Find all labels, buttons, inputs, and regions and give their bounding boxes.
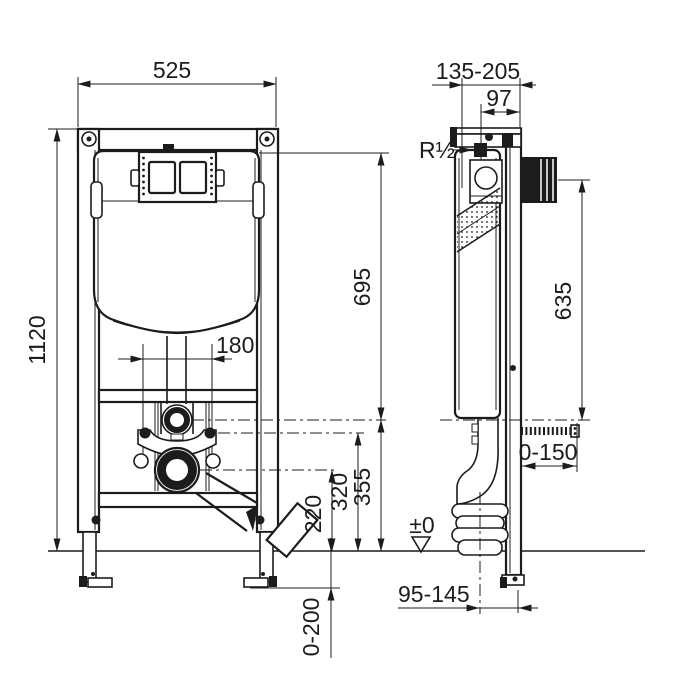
- plate-ear-right: [215, 169, 225, 187]
- frame-hole-right: [205, 453, 221, 469]
- dim-95-145-label: 95-145: [398, 581, 470, 607]
- threaded-rod: [521, 424, 580, 438]
- dim-135-205-label: 135-205: [436, 58, 520, 84]
- dim-635-label: 635: [550, 282, 576, 320]
- adjustable-foot-left: [79, 531, 113, 588]
- dim-plate-axis: 695: [259, 152, 389, 421]
- dim-frame-height: 1120: [24, 128, 78, 552]
- plate-ear-left: [130, 169, 140, 187]
- adjustable-foot-right: [243, 531, 277, 588]
- label-r-half: R½: [419, 137, 455, 163]
- frame-hole-left: [133, 453, 149, 469]
- cistern-front: [90, 149, 265, 335]
- dim-outlet-bend-axis: 355: [349, 419, 385, 552]
- wall-bracket: [450, 127, 522, 148]
- rail-bolt-right: [255, 515, 265, 525]
- outlet-bend-pipe: [195, 472, 319, 559]
- dim-0-150-label: 0-150: [519, 439, 578, 465]
- dim-180-label: 180: [216, 332, 254, 358]
- outlet-assembly: [133, 344, 319, 559]
- fill-valve-icon: [474, 166, 498, 190]
- dim-320-label: 320: [326, 473, 352, 511]
- supply-thread-callout: R½: [419, 137, 473, 163]
- cistern-tab-right: [252, 181, 265, 219]
- dim-foot-adjustment: 0-200: [250, 538, 340, 658]
- dim-installation-depth: 135-205: [432, 58, 536, 188]
- dim-525-label: 525: [153, 57, 191, 83]
- flush-pipe: [166, 336, 187, 404]
- flush-plate: [130, 144, 225, 204]
- floor-level-mark: ±0: [409, 512, 435, 554]
- dim-695-label: 695: [349, 268, 375, 306]
- frame-lower-crossbar: [97, 491, 259, 509]
- dim-threaded-rod: 0-150: [519, 423, 578, 472]
- side-view: 135-205 97 R½ 635 0-150 ±0: [398, 58, 592, 614]
- flush-button-left: [147, 160, 177, 195]
- label-plus-minus-0: ±0: [409, 512, 434, 538]
- dim-1120-label: 1120: [24, 315, 50, 364]
- dim-97-label: 97: [486, 85, 512, 111]
- frame-top-bar: [76, 127, 280, 152]
- dim-220-label: 220: [300, 495, 326, 533]
- actuator-housing: [521, 157, 557, 203]
- fixing-bolt-right: [204, 427, 216, 439]
- cistern-body: [92, 149, 261, 335]
- dim-plate-to-outlet: 635: [550, 179, 590, 421]
- dim-frame-width: 525: [77, 57, 277, 127]
- rail-bolt-left: [91, 515, 101, 525]
- flush-button-right: [178, 160, 208, 195]
- cistern-tab-left: [90, 181, 103, 219]
- insulation-hatch: [456, 187, 501, 253]
- frame-mid-crossbar: [97, 388, 259, 404]
- front-centerlines: [192, 419, 386, 471]
- dim-supply-offset: 97: [481, 85, 520, 116]
- front-view: 525 1120 180 695 355 320 220: [24, 57, 389, 658]
- dim-outlet-offset: 95-145: [398, 581, 538, 613]
- dim-outlet-center: 220: [300, 469, 336, 552]
- dim-0-200-label: 0-200: [298, 598, 324, 657]
- plate-perforations: [142, 156, 213, 196]
- outlet-elbow-side: [451, 418, 509, 614]
- plate-top-tab: [163, 144, 174, 152]
- dim-355-label: 355: [349, 468, 375, 506]
- fixing-bolt-left: [139, 427, 151, 439]
- dim-bolt-spacing: 180: [118, 332, 254, 363]
